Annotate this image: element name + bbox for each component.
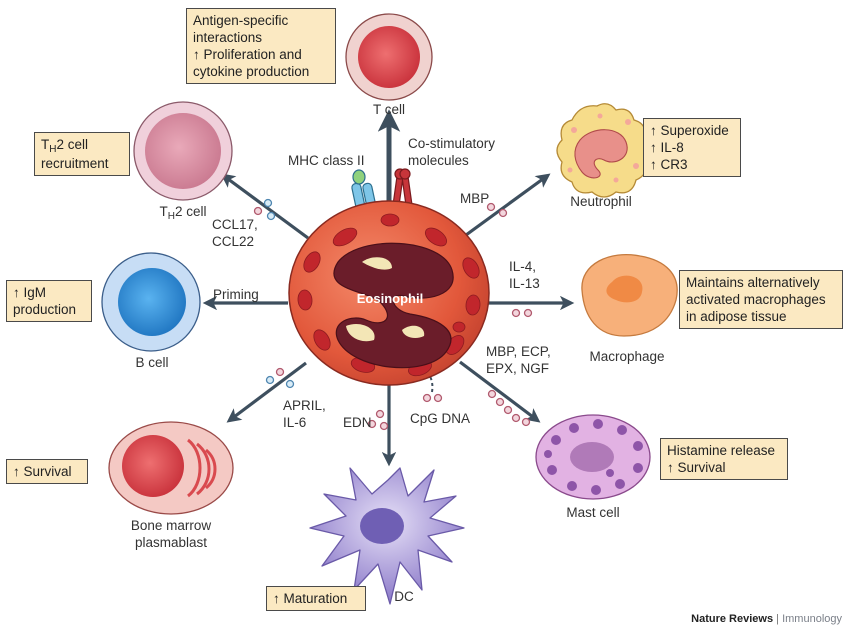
mbp-label: MBP	[460, 191, 490, 206]
mediator-line: IL-6	[283, 415, 307, 430]
mast-cell-effect-box: Histamine release ↑ Survival	[660, 438, 788, 480]
b-cell-effect-line: production	[13, 302, 77, 317]
neutrophil-effect-box: ↑ Superoxide ↑ IL-8 ↑ CR3	[643, 118, 741, 177]
dc-label: DC	[394, 589, 414, 604]
journal-section: Immunology	[782, 613, 842, 625]
t-cell-effect-line: Antigen-specific	[193, 13, 289, 28]
arrow-to-neutrophil	[465, 173, 551, 237]
edn-label: EDN	[343, 415, 372, 430]
neutrophil-label: Neutrophil	[570, 194, 632, 209]
mediator-line: EPX, NGF	[486, 361, 550, 376]
macrophage-effect-line: activated macrophages	[686, 292, 826, 307]
macrophage-label: Macrophage	[589, 349, 665, 364]
b-cell-effect-box: ↑ IgM production	[6, 280, 92, 322]
plasmablast-effect-line: ↑ Survival	[13, 464, 72, 479]
mhc-class-ii-label: MHC class II	[288, 153, 365, 168]
mediator-line: MBP, ECP,	[486, 344, 551, 359]
th2-effect-line2: recruitment	[41, 156, 109, 171]
b-cell-effect-line: ↑ IgM	[13, 285, 47, 300]
t-cell	[345, 13, 433, 101]
t-cell-effect-line: cytokine production	[193, 64, 310, 79]
t-cell-effect-line: ↑ Proliferation and	[193, 47, 302, 62]
th2-effect-line1: TH2 cell	[41, 137, 88, 155]
mediator-line: CCL17,	[212, 217, 258, 232]
credit-separator: |	[776, 613, 780, 625]
plasmablast-cell	[108, 421, 234, 515]
co-stimulatory-receptors	[390, 168, 415, 221]
arrow-to-th2-cell	[220, 173, 309, 240]
co-stimulatory-line: Co-stimulatory	[408, 136, 496, 151]
mbp-ecp-epx-ngf-label: MBP, ECP, EPX, NGF	[486, 343, 551, 377]
mediator-line: APRIL,	[283, 398, 326, 413]
co-stimulatory-line: molecules	[408, 153, 469, 168]
macrophage-effect-line: Maintains alternatively	[686, 275, 820, 290]
plasmablast-name-line: plasmablast	[134, 535, 208, 550]
mast-cell-effect-line: ↑ Survival	[667, 460, 726, 475]
mast-cell-effect-line: Histamine release	[667, 443, 776, 458]
b-cell-label: B cell	[135, 355, 169, 370]
th2-effect-box: TH2 cell recruitment	[34, 132, 130, 176]
neutrophil-cell	[556, 103, 650, 198]
macrophage-effect-line: in adipose tissue	[686, 309, 787, 324]
t-cell-effect-line: interactions	[193, 30, 263, 45]
il4-il13-label: IL-4, IL-13	[509, 258, 540, 292]
eosinophil-cell	[288, 200, 490, 386]
arrows	[202, 109, 575, 467]
t-cell-effect-box: Antigen-specific interactions ↑ Prolifer…	[186, 8, 336, 84]
april-il6-label: APRIL, IL-6	[283, 397, 326, 431]
mediator-line: CCL22	[212, 234, 255, 249]
th2-cell	[133, 101, 233, 201]
macrophage-cell	[581, 254, 678, 337]
neutrophil-effect-line: ↑ IL-8	[650, 140, 684, 155]
mediator-line: IL-13	[509, 276, 540, 291]
th2-cell-label: TH2 cell	[159, 204, 207, 222]
neutrophil-effect-line: ↑ Superoxide	[650, 123, 729, 138]
journal-name: Nature Reviews	[691, 613, 774, 625]
priming-label: Priming	[213, 287, 259, 302]
cpg-dna-label: CpG DNA	[410, 411, 471, 426]
mast-cell	[535, 414, 651, 500]
co-stimulatory-label: Co-stimulatory molecules	[408, 135, 495, 169]
ccl17-ccl22-label: CCL17, CCL22	[212, 216, 258, 250]
mediator-line: IL-4,	[509, 259, 537, 274]
mast-cell-label: Mast cell	[566, 505, 620, 520]
journal-credit: Nature Reviews | Immunology	[691, 613, 842, 625]
eosinophil-label: Eosinophil	[356, 291, 424, 306]
cytokine-dots	[253, 198, 533, 431]
arrow-to-mast-cell	[459, 360, 541, 423]
macrophage-effect-box: Maintains alternatively activated macrop…	[679, 270, 843, 329]
dc-effect-box: ↑ Maturation	[266, 586, 366, 611]
t-cell-label: T cell	[372, 102, 405, 117]
b-cell	[101, 252, 201, 352]
plasmablast-name-line: Bone marrow	[130, 518, 212, 533]
dc-effect-line: ↑ Maturation	[273, 591, 348, 606]
neutrophil-effect-line: ↑ CR3	[650, 157, 688, 172]
plasmablast-effect-box: ↑ Survival	[6, 459, 88, 484]
plasmablast-label: Bone marrow plasmablast	[116, 517, 226, 551]
dendritic-cell	[309, 467, 465, 605]
arrow-to-plasmablast	[226, 361, 307, 423]
